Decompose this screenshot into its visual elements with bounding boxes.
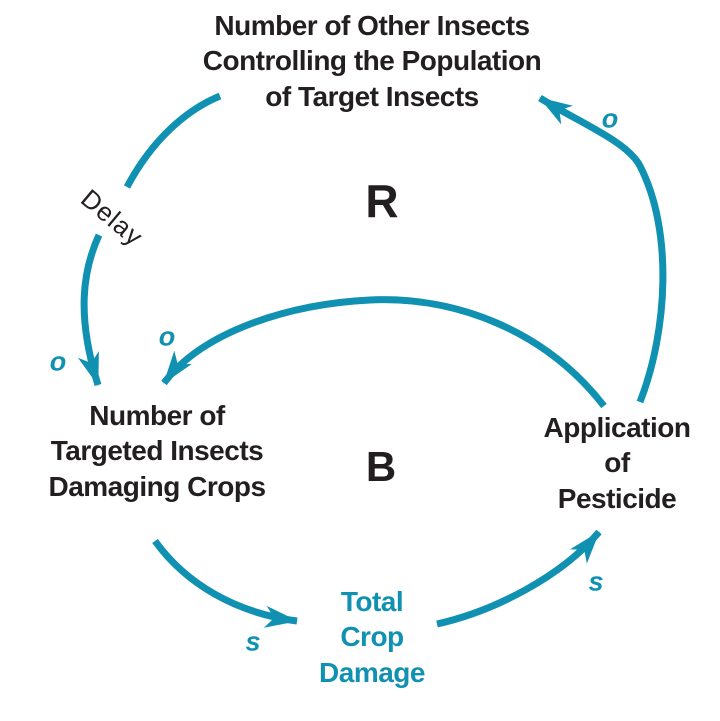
node-targeted-insects: Number of Targeted Insects Damaging Crop… [48,400,266,502]
node-total-crop-damage: Total Crop Damage [319,586,425,688]
polarity-s-targeted-to-crop-damage: s [245,626,261,657]
balancing-loop-label: B [365,443,397,490]
polarity-o-pesticide-to-other: o [601,103,619,134]
polarity-o-pesticide-to-targeted: o [158,321,176,352]
arrow-crop-damage-to-pesticide [436,529,602,628]
reinforcing-loop-label: R [365,175,399,227]
arrow-other-to-targeted-lower-segment [77,233,103,387]
arrow-targeted-to-crop-damage [152,538,298,628]
arrow-pesticide-to-targeted [161,296,607,409]
arrow-pesticide-to-other [538,95,667,404]
node-other-insects: Number of Other Insects Controlling the … [202,10,542,112]
polarity-s-crop-damage-to-pesticide: s [588,566,604,597]
node-application-of-pesticide: Application of Pesticide [543,412,691,514]
polarity-o-other-to-targeted: o [49,346,67,377]
arrow-other-to-targeted-upper-segment [123,92,222,189]
